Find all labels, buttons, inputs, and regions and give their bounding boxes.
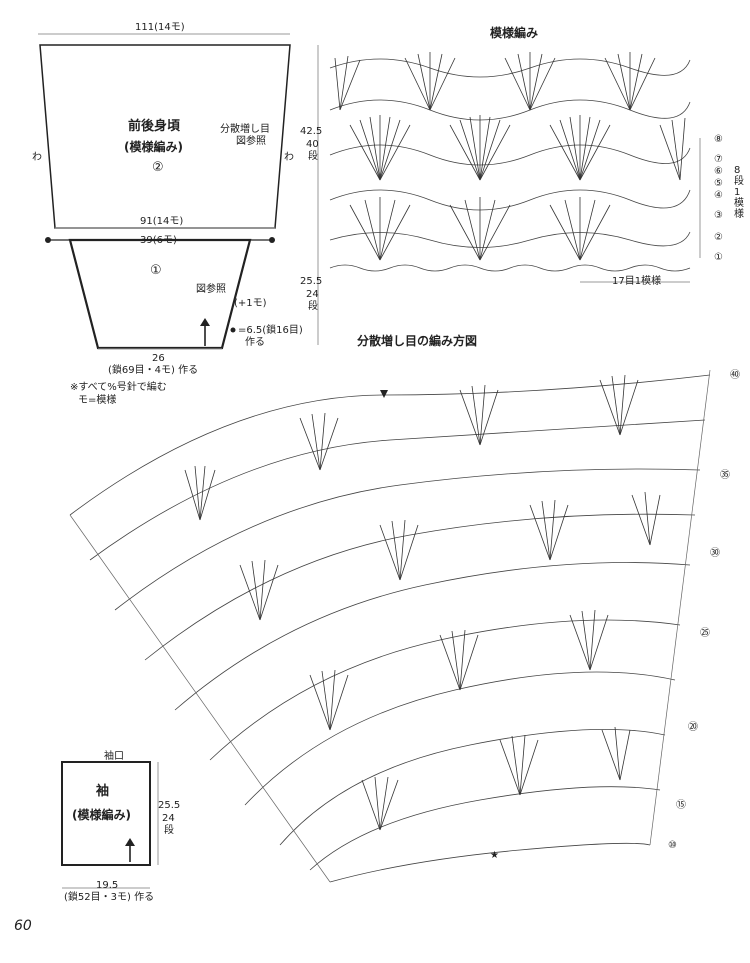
- wa-left-label: わ: [32, 152, 42, 163]
- pattern-lower-height-label: 25.5: [300, 276, 323, 287]
- page-number: 60: [14, 918, 32, 934]
- increase-chart-title: 分散増し目の編み方図: [357, 334, 478, 348]
- sleeve-shape: [61, 761, 151, 866]
- wa-right-label: わ: [284, 152, 294, 163]
- increase-note-ref-label: 図参照: [236, 136, 266, 147]
- pattern-chart-title: 模様編み: [490, 26, 539, 40]
- plus-one-label: (+1モ): [234, 298, 267, 309]
- marker-note-make-label: 作る: [245, 337, 265, 348]
- increase-row-10: ⑩: [668, 840, 677, 851]
- increase-row-30: ㉚: [710, 548, 720, 559]
- bottom-chain-label: (鎖69目・4モ) 作る: [108, 365, 199, 376]
- marker-dot-right: [269, 237, 275, 243]
- sleeve-width-label: 19.5: [96, 880, 119, 891]
- pattern-height-label: 42.5: [300, 126, 323, 137]
- sleeve-cuff-label: 袖口: [104, 751, 124, 762]
- increase-row-35: ㉟: [720, 470, 730, 481]
- row-marker-6: ⑥: [714, 166, 723, 177]
- increase-row-40: ㊵: [730, 370, 740, 381]
- pattern-chart-body: [329, 52, 691, 272]
- needle-note: ※すべて%号針で編む: [70, 382, 167, 393]
- row-marker-5: ⑤: [714, 178, 723, 189]
- sleeve-chain-label: (鎖52目・3モ) 作る: [64, 892, 155, 903]
- sleeve-pattern-label: (模様編み): [72, 808, 131, 822]
- pattern-lower-rows-unit: 段: [308, 301, 318, 312]
- pattern-rows-label: 40: [306, 139, 319, 150]
- moyou-note: モ=模様: [78, 395, 117, 406]
- ref-label: 図参照: [196, 284, 226, 295]
- lower-width-label: 39(6モ): [140, 235, 177, 246]
- row-marker-8: ⑧: [714, 134, 723, 145]
- increase-row-15: ⑮: [676, 800, 686, 811]
- row-marker-2: ②: [714, 232, 723, 243]
- bottom-width-label: 26: [152, 353, 165, 364]
- mid-width-label: 91(14モ): [140, 216, 184, 227]
- body-pattern-label: (模様編み): [124, 140, 183, 154]
- sleeve-height-label: 25.5: [158, 800, 181, 811]
- sleeve-rows-unit: 段: [164, 825, 174, 836]
- sleeve-title: 袖: [96, 784, 110, 799]
- increase-row-20: ⑳: [688, 722, 698, 733]
- repeat-note-label: 17目1模様: [612, 276, 662, 287]
- marker-dot-left: [45, 237, 51, 243]
- increase-note-label: 分散増し目: [220, 124, 270, 135]
- yoke-panel-shape: [68, 238, 252, 350]
- top-width-label: 111(14モ): [135, 22, 185, 33]
- star-icon: ★: [490, 850, 499, 861]
- marker-note-label: =6.5(鎖16目): [238, 325, 303, 336]
- body-title: 前後身頃: [128, 119, 181, 134]
- pattern-lower-rows-label: 24: [306, 289, 319, 300]
- increase-row-25: ㉕: [700, 628, 710, 639]
- section-2-label: ②: [152, 160, 164, 175]
- row-marker-4: ④: [714, 190, 723, 201]
- up-arrow-icon: [200, 318, 210, 326]
- row-marker-3: ③: [714, 210, 723, 221]
- sleeve-up-arrow-icon: [125, 838, 135, 846]
- repeat-rows-label: 8段1模様: [734, 165, 744, 220]
- sleeve-rows-label: 24: [162, 813, 175, 824]
- row-marker-1: ①: [714, 252, 723, 263]
- row-marker-7: ⑦: [714, 154, 723, 165]
- increase-chart-body: [69, 369, 711, 883]
- section-1-label: ①: [150, 263, 162, 278]
- pattern-rows-unit: 段: [308, 151, 318, 162]
